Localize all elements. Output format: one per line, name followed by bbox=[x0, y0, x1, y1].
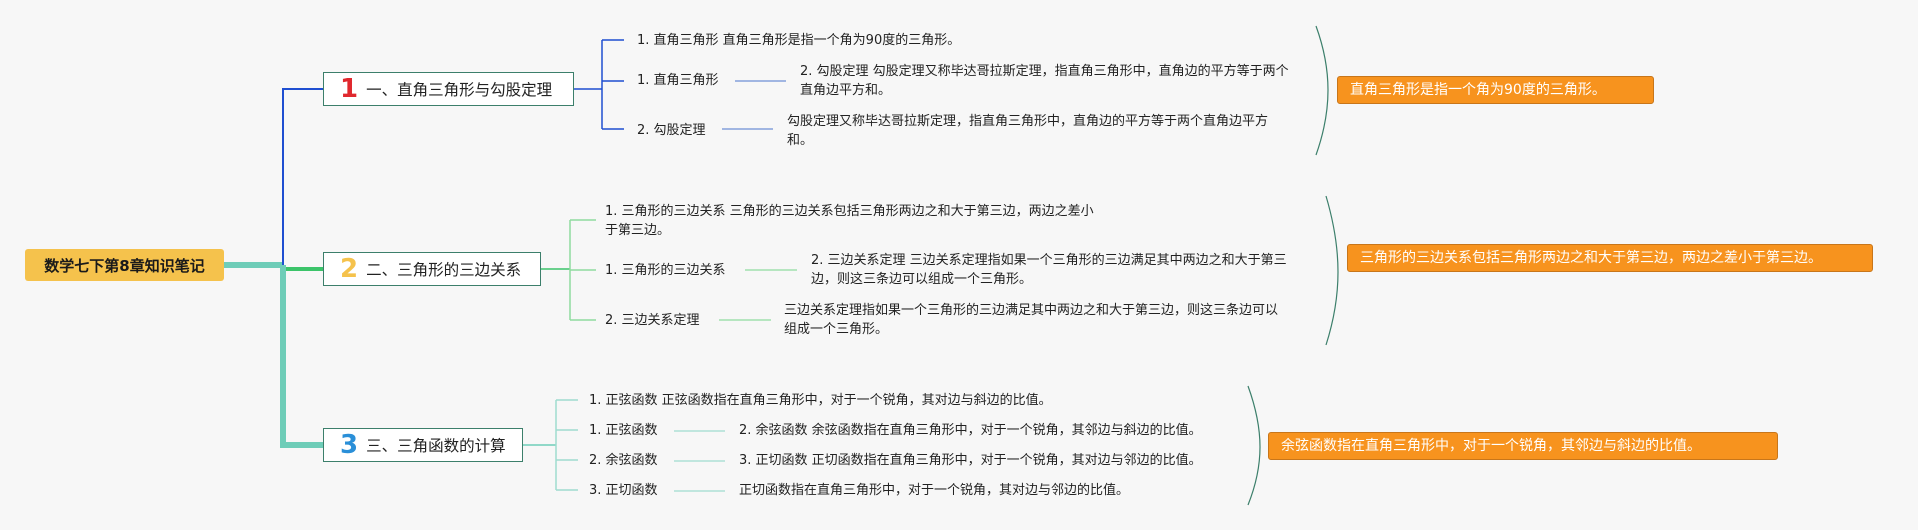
topic-3-item-3[interactable]: 3. 正切函数 bbox=[589, 483, 658, 498]
branch-node-1[interactable]: 1 一、直角三角形与勾股定理 bbox=[323, 72, 574, 106]
summary-box-1[interactable]: 直角三角形是指一个角为90度的三角形。 bbox=[1337, 76, 1654, 104]
number-badge-2: 2 bbox=[340, 254, 359, 284]
topic-1-item-1[interactable]: 1. 直角三角形 bbox=[637, 73, 719, 88]
topic-1-note-2[interactable]: 2. 勾股定理 勾股定理又称毕达哥拉斯定理，指直角三角形中，直角边的平方等于两个… bbox=[800, 64, 1289, 98]
topic-3-item-1[interactable]: 1. 正弦函数 bbox=[589, 423, 658, 438]
number-badge-1: 1 bbox=[340, 74, 359, 104]
number-badge-3: 3 bbox=[340, 430, 359, 460]
topic-3-note-4[interactable]: 正切函数指在直角三角形中，对于一个锐角，其对边与邻边的比值。 bbox=[739, 483, 1130, 498]
branch-label-2: 二、三角形的三边关系 bbox=[366, 261, 522, 279]
summary-box-2[interactable]: 三角形的三边关系包括三角形两边之和大于第三边，两边之差小于第三边。 bbox=[1347, 244, 1873, 272]
topic-2-item-1[interactable]: 1. 三角形的三边关系 bbox=[605, 263, 726, 278]
root-node[interactable]: 数学七下第8章知识笔记 bbox=[25, 249, 224, 281]
branch-node-2[interactable]: 2 二、三角形的三边关系 bbox=[323, 252, 541, 286]
branch-label-1: 一、直角三角形与勾股定理 bbox=[366, 81, 553, 99]
topic-2-item-2[interactable]: 2. 三边关系定理 bbox=[605, 313, 700, 328]
summary-box-3[interactable]: 余弦函数指在直角三角形中，对于一个锐角，其邻边与斜边的比值。 bbox=[1268, 432, 1778, 460]
topic-1-note-1[interactable]: 1. 直角三角形 直角三角形是指一个角为90度的三角形。 bbox=[637, 33, 961, 48]
topic-2-note-3[interactable]: 三边关系定理指如果一个三角形的三边满足其中两边之和大于第三边，则这三条边可以组成… bbox=[784, 303, 1279, 337]
topic-3-note-1[interactable]: 1. 正弦函数 正弦函数指在直角三角形中，对于一个锐角，其对边与斜边的比值。 bbox=[589, 393, 1052, 408]
topic-1-item-2[interactable]: 2. 勾股定理 bbox=[637, 123, 706, 138]
branch-label-3: 三、三角函数的计算 bbox=[366, 437, 506, 455]
topic-3-item-2[interactable]: 2. 余弦函数 bbox=[589, 453, 658, 468]
topic-1-note-3[interactable]: 勾股定理又称毕达哥拉斯定理，指直角三角形中，直角边的平方等于两个直角边平方和。 bbox=[787, 114, 1269, 148]
topic-2-note-1[interactable]: 1. 三角形的三边关系 三角形的三边关系包括三角形两边之和大于第三边，两边之差小… bbox=[605, 204, 1094, 238]
topic-3-note-3[interactable]: 3. 正切函数 正切函数指在直角三角形中，对于一个锐角，其对边与邻边的比值。 bbox=[739, 453, 1202, 468]
branch-node-3[interactable]: 3 三、三角函数的计算 bbox=[323, 428, 523, 462]
topic-3-note-2[interactable]: 2. 余弦函数 余弦函数指在直角三角形中，对于一个锐角，其邻边与斜边的比值。 bbox=[739, 423, 1202, 438]
topic-2-note-2[interactable]: 2. 三边关系定理 三边关系定理指如果一个三角形的三边满足其中两边之和大于第三边… bbox=[811, 253, 1287, 287]
